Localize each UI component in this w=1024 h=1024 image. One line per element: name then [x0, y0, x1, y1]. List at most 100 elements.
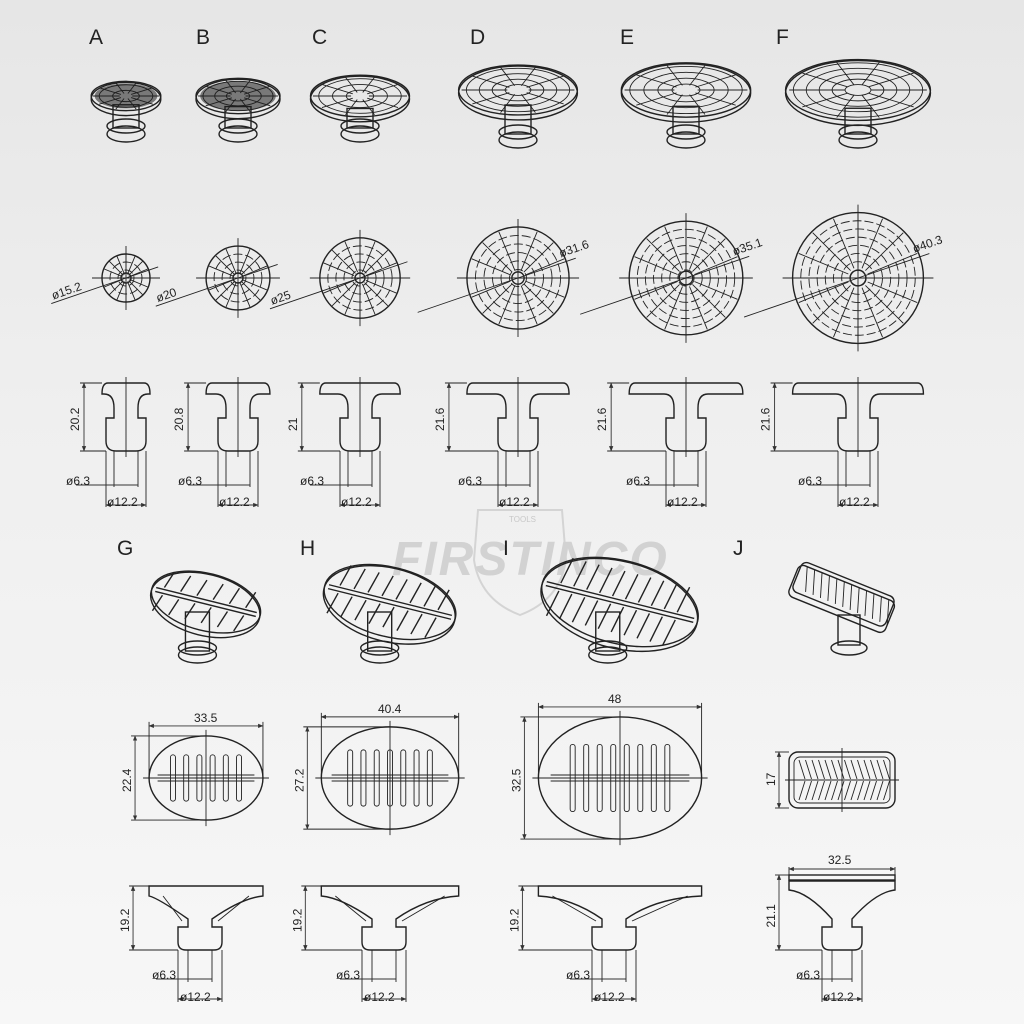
- top-spoke: [525, 258, 565, 276]
- top-rib: [824, 780, 832, 801]
- letter-a: A: [89, 26, 103, 49]
- top-spoke: [239, 282, 251, 308]
- diameter-leader: [155, 263, 278, 307]
- top-slot: [209, 754, 216, 802]
- tab-face-spoke: [836, 94, 855, 118]
- tab-slot: [423, 586, 436, 607]
- diameter-label: ø31.6: [557, 237, 591, 260]
- top-rib: [837, 780, 845, 801]
- tab-slot: [558, 593, 573, 620]
- height-label: 19.2: [118, 908, 132, 932]
- top-slot: [373, 749, 380, 807]
- top-slot: [347, 749, 354, 807]
- tab-slot: [636, 613, 651, 639]
- side-profile: [319, 382, 401, 452]
- letter-e: E: [620, 26, 634, 49]
- tab-face-ring: [504, 84, 532, 96]
- top-spoke: [525, 280, 565, 298]
- tab-face: [323, 563, 457, 641]
- tab-head: [322, 563, 457, 645]
- tab-face-spoke: [666, 94, 683, 115]
- letter-b: B: [196, 26, 210, 49]
- tab-face-rib: [820, 572, 823, 598]
- tab-face-rib: [805, 566, 808, 592]
- top-tab-c: ø25: [268, 229, 411, 327]
- top-rib: [805, 759, 812, 780]
- top-spoke: [364, 282, 389, 307]
- tab-slot: [354, 599, 367, 621]
- tab-face: [620, 62, 752, 118]
- iso-tab-c: [309, 74, 411, 143]
- side-profile: [788, 880, 896, 951]
- top-slot: [623, 743, 630, 813]
- tab-slot: [340, 596, 353, 617]
- top-spoke: [812, 232, 851, 271]
- top-rib: [805, 780, 812, 801]
- tab-face: [784, 58, 932, 122]
- base-label: ø12.2: [107, 495, 138, 509]
- tab-stem: [595, 611, 621, 652]
- tab-face-spoke: [802, 72, 848, 88]
- top-spoke: [833, 287, 855, 338]
- tab-rim: [309, 75, 411, 123]
- top-rib: [818, 759, 825, 780]
- tab-base-top: [498, 124, 538, 140]
- top-spoke: [664, 286, 683, 330]
- tab-base-top: [340, 118, 380, 134]
- tab-slot: [545, 590, 560, 617]
- stem-label: ø6.3: [798, 474, 822, 488]
- top-spoke: [241, 281, 261, 301]
- base-label: ø12.2: [594, 990, 625, 1004]
- tab-slot: [233, 615, 245, 632]
- height-label: 21.6: [433, 407, 447, 431]
- top-spoke: [364, 249, 389, 274]
- top-spoke: [362, 283, 376, 315]
- tab-stem: [837, 614, 861, 646]
- top-rib: [876, 780, 884, 801]
- tab-face: [90, 80, 162, 112]
- tab-base: [830, 640, 868, 656]
- letter-h: H: [300, 537, 315, 560]
- depth-label: 17: [764, 772, 778, 786]
- tab-face: [792, 561, 895, 627]
- tab-stem: [346, 107, 374, 129]
- top-rib: [857, 780, 864, 801]
- tab-slot: [196, 579, 208, 596]
- iso-tab-b: [195, 77, 281, 143]
- tab-face: [457, 64, 579, 116]
- top-spoke: [798, 281, 849, 303]
- top-slot: [426, 749, 433, 807]
- tab-slot: [200, 607, 212, 624]
- top-rib: [798, 780, 806, 801]
- top-spoke: [331, 249, 356, 274]
- diameter-leader: [743, 253, 930, 318]
- base-label: ø12.2: [364, 990, 395, 1004]
- tab-face-spoke: [689, 65, 706, 86]
- tab-slot: [586, 564, 600, 590]
- top-rib: [831, 780, 838, 801]
- width-label: 32.5: [828, 853, 852, 867]
- tab-face-spoke: [362, 99, 375, 116]
- height-label: 21.1: [764, 904, 778, 928]
- side-web: [631, 895, 688, 922]
- tab-face-spoke: [695, 74, 736, 88]
- round-tab-side-views: 20.2ø6.3ø12.220.8ø6.3ø12.221ø6.3ø12.221.…: [66, 377, 925, 509]
- top-spoke: [646, 284, 680, 318]
- tab-face-shade: [94, 83, 158, 109]
- tab-slot: [424, 617, 437, 638]
- tab-face-spoke: [345, 99, 358, 116]
- width-label: 48: [608, 692, 622, 706]
- tab-slot: [560, 557, 574, 584]
- width-label: 33.5: [194, 711, 218, 725]
- top-rib: [850, 759, 858, 780]
- top-tab-g: 33.522.4: [120, 711, 269, 827]
- tab-base: [498, 131, 538, 149]
- tab-slot: [396, 610, 409, 631]
- top-spoke: [471, 280, 511, 298]
- top-tab-j: 17: [764, 748, 899, 812]
- height-label: 21: [286, 417, 300, 431]
